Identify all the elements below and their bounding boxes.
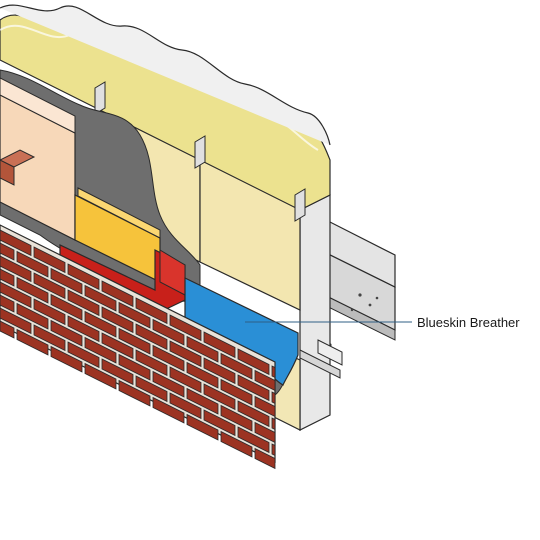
brick — [33, 298, 66, 326]
brick — [237, 374, 270, 402]
brick — [101, 306, 134, 334]
brick — [33, 324, 66, 352]
brick — [84, 284, 117, 312]
steel-stud-framing — [299, 194, 343, 431]
brick — [186, 413, 219, 441]
brick — [186, 361, 219, 389]
blueskin-breather-label: Blueskin Breather — [417, 315, 520, 330]
brick — [84, 336, 117, 364]
brick — [203, 331, 236, 359]
brick — [169, 314, 202, 342]
brick — [33, 272, 66, 300]
brick — [186, 335, 219, 363]
brick — [237, 348, 270, 376]
brick — [254, 369, 276, 392]
brick — [0, 242, 15, 261]
brick — [152, 318, 185, 346]
brick — [203, 383, 236, 411]
brick — [118, 327, 151, 355]
brick — [16, 250, 49, 278]
brick-veneer — [0, 149, 276, 470]
brick — [135, 349, 168, 377]
brick — [186, 387, 219, 415]
brick — [118, 301, 151, 329]
brick — [67, 263, 100, 291]
brick — [237, 400, 270, 428]
brick — [271, 365, 276, 379]
brick — [271, 391, 276, 405]
brick — [84, 362, 117, 390]
brick — [50, 293, 83, 321]
brick — [237, 426, 270, 454]
brick — [152, 370, 185, 398]
brick — [254, 447, 276, 470]
brick — [220, 352, 253, 380]
brick — [0, 307, 32, 335]
brick — [118, 379, 151, 407]
brick — [33, 246, 66, 274]
brick — [50, 267, 83, 295]
brick — [118, 353, 151, 381]
brick — [220, 404, 253, 432]
brick — [135, 375, 168, 403]
brick — [169, 340, 202, 368]
brick — [152, 396, 185, 424]
brick — [135, 323, 168, 351]
brick — [0, 229, 32, 257]
brick — [0, 294, 15, 313]
brick — [220, 378, 253, 406]
brick — [254, 395, 276, 418]
brick — [0, 281, 32, 309]
brick — [0, 268, 15, 287]
brick — [271, 443, 276, 457]
brick — [0, 255, 32, 283]
brick-courses — [0, 229, 276, 470]
brick — [101, 332, 134, 360]
brick — [50, 345, 83, 373]
brick — [84, 310, 117, 338]
brick — [254, 421, 276, 444]
brick — [67, 341, 100, 369]
brick — [101, 358, 134, 386]
brick — [169, 392, 202, 420]
brick — [101, 280, 134, 308]
brick — [220, 430, 253, 458]
brick — [203, 409, 236, 437]
brick — [0, 320, 15, 339]
brick — [16, 328, 49, 356]
brick — [16, 302, 49, 330]
brick — [67, 289, 100, 317]
brick — [135, 297, 168, 325]
brick — [271, 417, 276, 431]
brick — [50, 319, 83, 347]
brick — [169, 366, 202, 394]
brick — [152, 344, 185, 372]
batt-insulation — [0, 4, 331, 222]
sheathing-board — [0, 77, 76, 241]
brick — [203, 357, 236, 385]
brick — [67, 315, 100, 343]
brick — [16, 276, 49, 304]
